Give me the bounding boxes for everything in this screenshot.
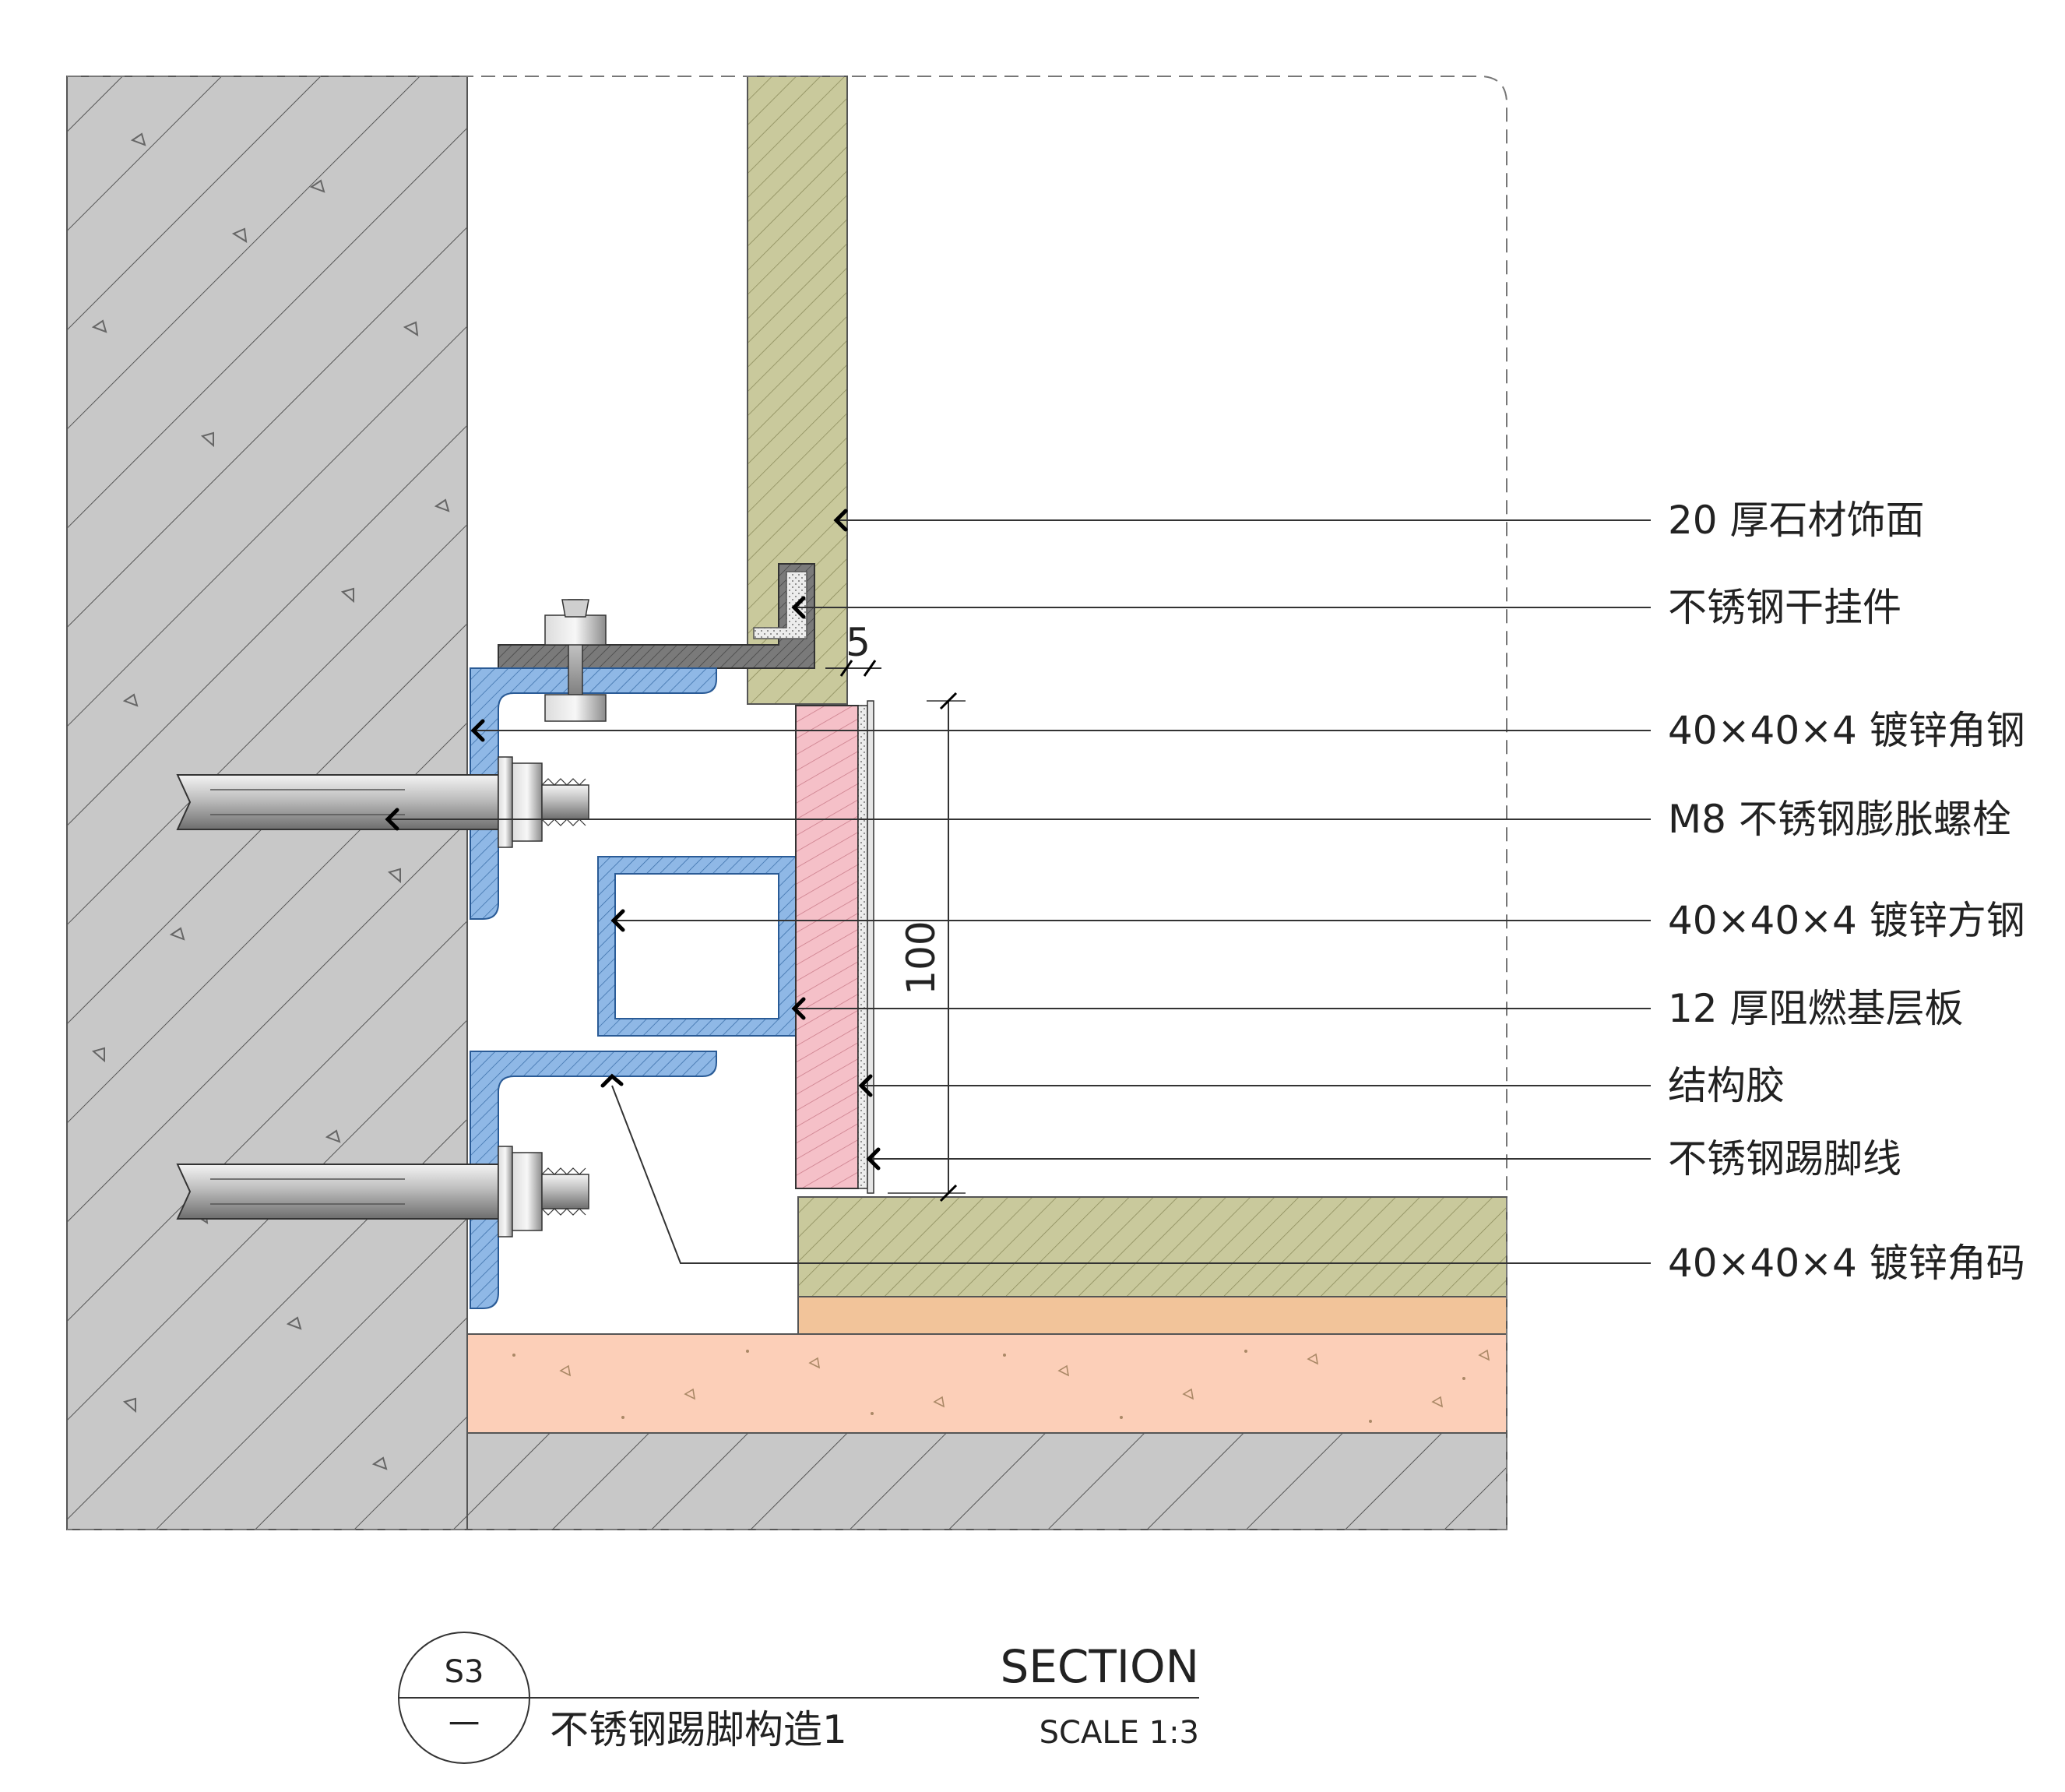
lower-angle-steel (470, 1051, 717, 1309)
leader-arrows (385, 509, 881, 1171)
dimension-height-label: 100 (899, 921, 944, 995)
title-scale: SCALE 1:3 (1040, 1715, 1199, 1751)
dimension-gap-label: 5 (846, 620, 871, 665)
floor-stone (797, 1196, 1507, 1297)
label-angle-steel: 40×40×4 镀锌角钢 (1668, 708, 2025, 753)
screed-layer (466, 1333, 1507, 1434)
title-code: S3 (445, 1654, 484, 1690)
label-square-steel: 40×40×4 镀锌方钢 (1668, 898, 2025, 943)
title-block: S3 一 SECTION 不锈钢踢脚构造1 SCALE 1:3 (398, 1632, 1199, 1764)
label-structural-glue: 结构胶 (1668, 1063, 1785, 1108)
hanger-glue-pad (753, 571, 807, 639)
title-name: 不锈钢踢脚构造1 (550, 1707, 847, 1752)
expansion-bolt-lower (176, 1146, 589, 1238)
stainless-skirting (867, 700, 874, 1194)
label-stone-facing: 20 厚石材饰面 (1668, 498, 1925, 543)
expansion-bolt-upper (176, 756, 589, 848)
dimension-height: 100 (888, 692, 966, 1202)
title-sheet: 一 (449, 1707, 480, 1743)
upper-angle-steel (470, 667, 717, 920)
leaders (389, 519, 1651, 1264)
dimension-gap: 5 (825, 620, 881, 677)
square-steel-tube (597, 856, 797, 1037)
label-fire-board: 12 厚阻燃基层板 (1668, 986, 1964, 1031)
structural-glue (857, 705, 868, 1189)
hanger-bolt (544, 599, 607, 722)
bonding-layer (797, 1296, 1507, 1335)
fire-retardant-board (795, 705, 859, 1189)
label-angle-bracket: 40×40×4 镀锌角码 (1668, 1241, 2025, 1286)
floor-slab (466, 1432, 1507, 1530)
label-expansion-bolt: M8 不锈钢膨胀螺栓 (1668, 797, 2011, 842)
label-skirting: 不锈钢踢脚线 (1668, 1136, 1901, 1181)
title-view: SECTION (1000, 1640, 1199, 1693)
label-dry-hanger: 不锈钢干挂件 (1668, 585, 1901, 630)
